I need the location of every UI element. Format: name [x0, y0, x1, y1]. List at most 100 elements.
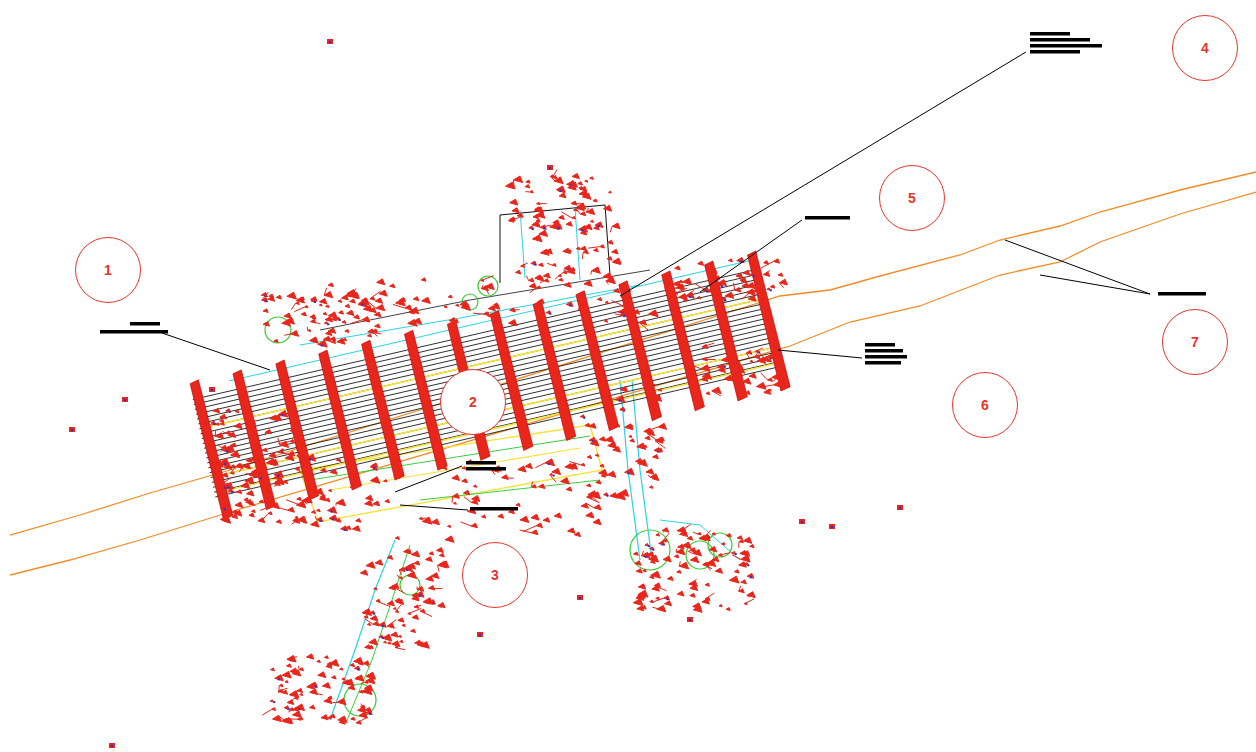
survey-point — [321, 468, 327, 472]
survey-tick — [291, 303, 295, 309]
survey-point — [463, 490, 469, 495]
survey-tick — [547, 263, 552, 265]
survey-point — [543, 273, 550, 278]
survey-point — [313, 682, 316, 684]
survey-point — [773, 259, 779, 263]
survey-point — [710, 268, 717, 273]
survey-tick — [739, 586, 741, 591]
survey-point — [607, 240, 613, 244]
survey-point — [625, 468, 635, 475]
survey-point — [516, 503, 520, 506]
survey-tick — [294, 307, 304, 312]
pier-mark — [361, 340, 405, 481]
survey-dot — [721, 285, 723, 287]
survey-dot — [373, 467, 375, 469]
survey-point — [336, 499, 345, 506]
survey-point — [262, 465, 267, 469]
survey-point — [743, 270, 750, 275]
survey-point — [579, 186, 583, 189]
survey-point — [276, 520, 281, 524]
survey-point — [329, 489, 332, 491]
survey-point — [250, 428, 255, 432]
survey-tick — [703, 565, 712, 569]
survey-point — [614, 289, 620, 293]
survey-point — [288, 507, 295, 512]
survey-point — [330, 337, 336, 341]
survey-point — [590, 220, 593, 222]
survey-point — [324, 656, 328, 659]
survey-dot — [357, 669, 359, 671]
survey-point — [235, 410, 239, 413]
leader-lines — [162, 52, 1150, 510]
survey-point — [481, 515, 485, 518]
survey-dot — [479, 634, 481, 636]
survey-point — [565, 464, 573, 470]
survey-tick — [744, 599, 754, 604]
survey-point — [629, 425, 633, 428]
survey-point — [289, 708, 293, 711]
survey-point — [768, 389, 771, 391]
survey-tick — [367, 301, 376, 308]
survey-dot — [548, 463, 550, 465]
survey-point — [636, 569, 642, 573]
survey-dot — [549, 313, 551, 315]
note-block — [1030, 32, 1070, 36]
survey-tick — [335, 503, 336, 506]
survey-point — [607, 257, 612, 261]
survey-point — [659, 437, 665, 441]
survey-tick — [368, 332, 381, 334]
survey-point — [580, 415, 584, 418]
survey-tick — [663, 533, 669, 541]
survey-point — [719, 605, 722, 607]
survey-tick — [311, 322, 321, 324]
survey-point — [365, 500, 373, 506]
survey-point — [385, 499, 390, 502]
survey-dot — [543, 228, 545, 230]
survey-tick — [606, 281, 609, 284]
survey-point — [340, 668, 343, 670]
survey-point — [297, 452, 306, 458]
survey-dot — [327, 323, 329, 325]
survey-point — [365, 645, 371, 649]
survey-point — [580, 246, 586, 250]
survey-tick — [612, 300, 623, 305]
survey-point — [284, 313, 291, 318]
survey-point — [323, 336, 331, 341]
survey-point — [462, 479, 468, 483]
survey-point — [515, 270, 520, 274]
survey-tick — [315, 516, 316, 520]
survey-tick — [679, 561, 681, 566]
survey-point — [587, 484, 591, 487]
survey-point — [394, 474, 400, 478]
survey-point — [679, 562, 688, 569]
pier-mark — [704, 260, 748, 401]
survey-point — [656, 533, 660, 536]
survey-point — [650, 600, 654, 603]
survey-point — [604, 493, 608, 496]
cyan-line — [660, 520, 740, 560]
survey-point — [518, 466, 526, 472]
survey-dot — [623, 315, 625, 317]
survey-point — [276, 295, 281, 299]
survey-point — [603, 205, 611, 211]
tree-symbol — [478, 276, 498, 296]
survey-point — [358, 661, 363, 665]
pier-mark — [661, 270, 705, 411]
survey-tick — [765, 390, 768, 394]
survey-tick — [351, 288, 356, 296]
survey-point — [318, 340, 328, 347]
survey-tick — [354, 660, 362, 662]
pier-mark — [275, 359, 319, 500]
survey-tick — [460, 522, 471, 526]
survey-tick — [350, 320, 362, 324]
survey-point — [225, 431, 230, 435]
survey-point — [753, 264, 756, 266]
survey-point — [270, 459, 279, 465]
survey-dot — [344, 529, 346, 531]
survey-point — [297, 718, 301, 721]
survey-tick — [410, 310, 413, 312]
survey-point — [612, 259, 620, 265]
survey-point — [698, 261, 704, 265]
survey-point — [712, 387, 721, 394]
survey-point — [635, 561, 641, 566]
